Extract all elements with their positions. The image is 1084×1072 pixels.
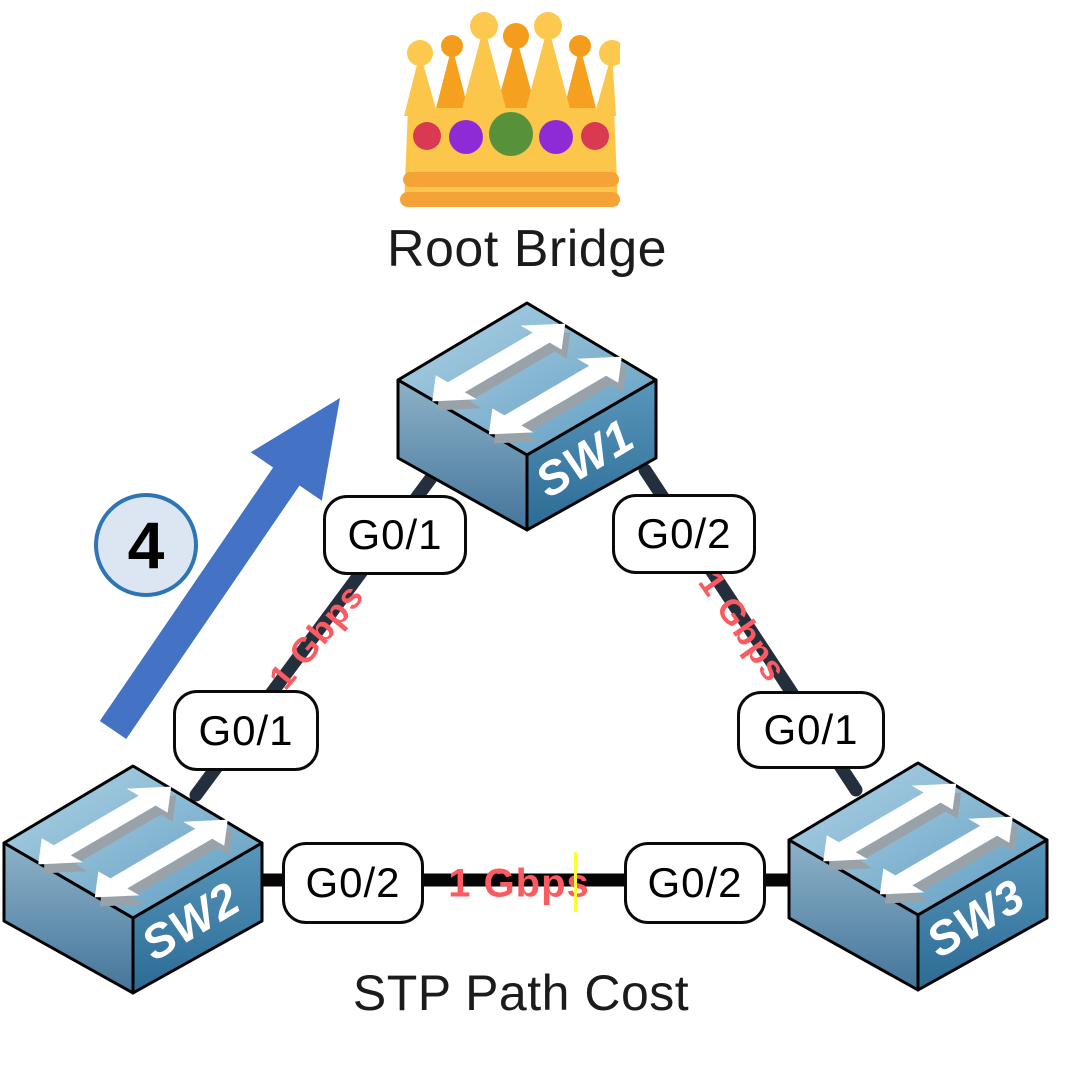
crown-icon [400,12,620,207]
port-label-text: G0/2 [647,859,743,906]
path-cost-value: 4 [127,508,165,582]
switch-sw3-icon: SW3 [786,760,1050,992]
port-label-text: G0/2 [636,510,732,557]
path-cost-badge: 4 [94,493,198,597]
speed-label-sw2-sw3: 1 Gbps [448,861,590,906]
text-cursor-caret [574,852,577,912]
port-label-sw3-g02: G0/2 [624,842,766,924]
switch-sw2-icon: SW2 [1,763,265,995]
port-label-text: G0/1 [763,706,859,753]
switch-sw1-icon: SW1 [395,300,659,532]
port-label-sw3-g01: G0/1 [737,691,885,769]
port-label-text: G0/2 [305,859,401,906]
root-bridge-label: Root Bridge [386,220,668,278]
port-label-sw2-g01: G0/1 [173,690,319,771]
port-label-sw1-g02: G0/2 [612,494,756,574]
port-label-sw2-g02: G0/2 [282,842,424,924]
port-label-text: G0/1 [198,706,294,754]
port-label-text: G0/1 [347,511,443,558]
port-label-sw1-g01: G0/1 [323,495,467,575]
diagram-title: STP Path Cost [352,965,690,1021]
